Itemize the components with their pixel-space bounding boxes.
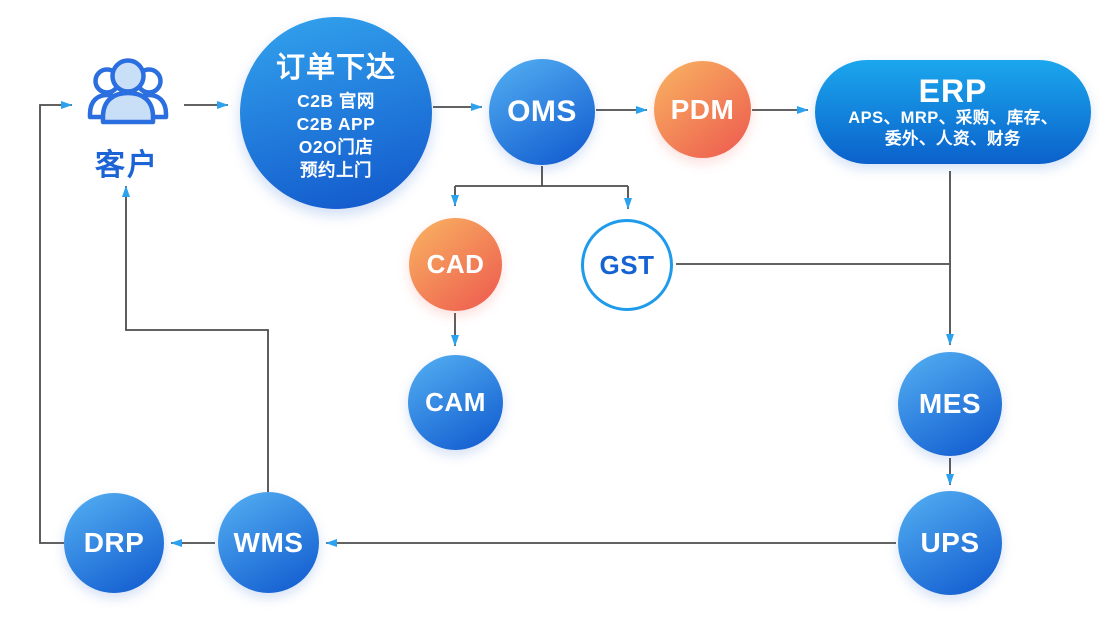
order-channel-c2b-app: C2B APP [296,113,376,134]
cad-node-label: CAD [426,249,485,279]
pdm-node: PDM [654,61,751,158]
drp-node-label: DRP [83,527,145,558]
gst-node: GST [581,219,673,311]
order-node-title: 订单下达 [275,51,396,84]
gst-node-label: GST [599,249,655,280]
wms-node-label: WMS [233,526,304,558]
oms-node: OMS [489,59,595,165]
mes-node: MES [898,352,1002,456]
erp-modules-line-2: 委外、人资、财务 [885,129,1021,148]
erp-node: ERP APS、MRP、采购、库存、 委外、人资、财务 [815,60,1091,164]
edge-oms-branch-stem [455,166,628,187]
drp-node: DRP [64,493,164,593]
oms-node-label: OMS [507,95,577,128]
customer-node-label: 客户 [95,149,159,182]
edge-drp-to-customer [39,100,73,544]
wms-node: WMS [218,492,319,593]
people-group-icon [87,58,169,125]
cam-node-label: CAM [425,387,486,417]
order-channel-c2b-web: C2B 官网 [297,90,375,111]
order-channel-o2o-store: O2O门店 [298,137,374,157]
erp-modules-line-1: APS、MRP、采购、库存、 [848,109,1058,128]
ups-node: UPS [898,491,1002,595]
ups-node-label: UPS [920,527,980,558]
mes-node-label: MES [918,388,982,419]
order-channel-appointment: 预约上门 [300,160,372,181]
order-node: 订单下达 C2B 官网 C2B APP O2O门店 预约上门 [240,17,432,209]
pdm-node-label: PDM [670,93,735,125]
erp-node-title: ERP [918,72,988,109]
cad-node: CAD [409,218,502,311]
cam-node: CAM [408,355,503,450]
edge-wms-to-customer [121,185,269,492]
